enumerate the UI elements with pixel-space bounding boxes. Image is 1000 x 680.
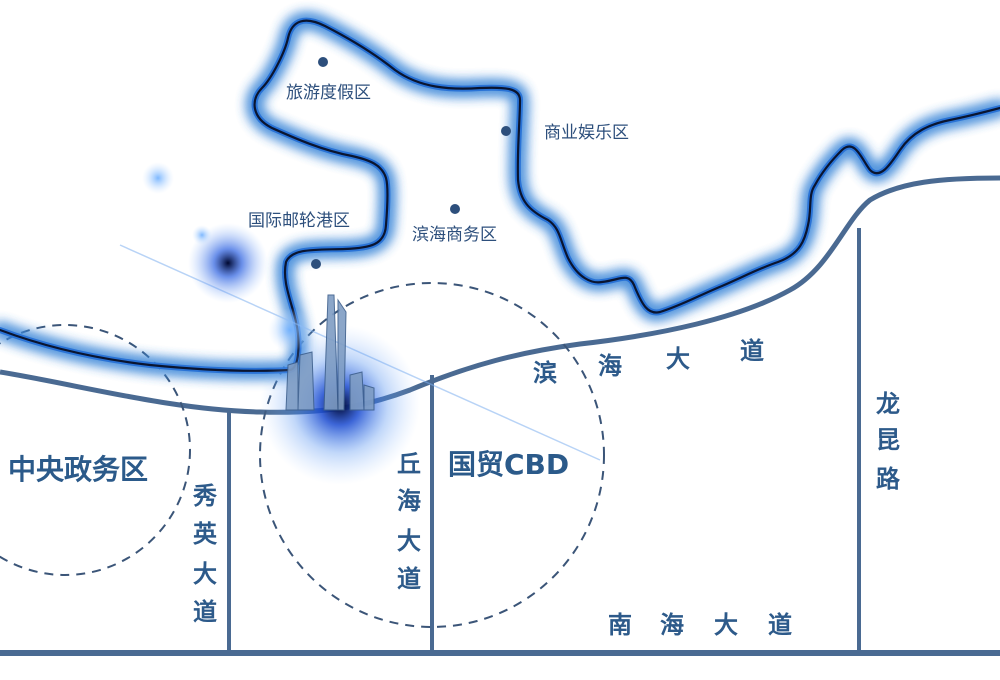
zone-circle-right [259,282,605,628]
road-label-binhai-avenue: 滨海大道 [533,337,764,387]
road-label-char: 道 [768,611,792,639]
road-label-char: 龙 [876,390,900,418]
poi-marker-icon [311,259,321,269]
poi-marker-icon [450,204,460,214]
poi-marker-icon [501,126,511,136]
road-label-char: 丘 [397,450,421,478]
poi-label: 滨海商务区 [412,225,497,245]
road-label-longkun-road: 龙昆路 [876,390,901,493]
road-label-char: 大 [714,611,738,639]
road-label-char: 海 [397,487,421,515]
poi-marker-icon [318,57,328,67]
zone-circle-left [0,324,191,576]
road-label-char: 英 [193,520,218,548]
road-label-nanhai-avenue: 南海 大 道 [608,611,792,639]
light-flares [119,162,601,485]
road-network [0,175,1000,656]
poi-binhai[interactable]: 滨海商务区 [412,204,497,245]
flare-dot-2 [268,308,312,352]
road-label-char: 大 [193,560,217,588]
road-label-char: 大 [666,345,690,373]
poi-lvyou[interactable]: 旅游度假区 [286,57,371,103]
poi-label: 旅游度假区 [286,83,371,103]
road-label-char: 道 [740,337,764,365]
road-labels: 滨海大道南海大道龙昆路秀英大道丘海大道 [192,337,901,639]
road-label-char: 昆 [876,426,900,454]
road-label-qiuhai-avenue: 丘海大道 [397,450,421,593]
landmark-tower-icon [285,294,375,411]
road-label-xiuying-avenue: 秀英大道 [192,482,218,626]
zone-circles [0,282,605,628]
road-label-char: 南 [608,611,632,639]
poi-label: 国际邮轮港区 [248,211,350,231]
road-label-char: 滨 [533,359,557,387]
coastline [0,21,1000,371]
road-label-char: 道 [397,565,421,593]
road-label-char: 海 [598,352,622,380]
road-label-char: 大 [397,527,421,555]
flare-dot-3 [192,225,212,245]
poi-label: 商业娱乐区 [544,123,629,143]
district-central: 中央政务区 [8,453,148,486]
road-label-char: 路 [876,465,901,493]
road-label-char: 海 [660,611,684,639]
flare-dot [142,162,174,194]
binhai-avenue-line [0,175,1000,415]
district-cbd: 国贸CBD [448,448,569,481]
poi-youlun[interactable]: 国际邮轮港区 [248,211,350,269]
road-label-char: 秀 [192,482,217,510]
poi-shangye[interactable]: 商业娱乐区 [501,123,629,143]
road-label-char: 道 [193,598,217,626]
coastline-mid [0,21,1000,371]
